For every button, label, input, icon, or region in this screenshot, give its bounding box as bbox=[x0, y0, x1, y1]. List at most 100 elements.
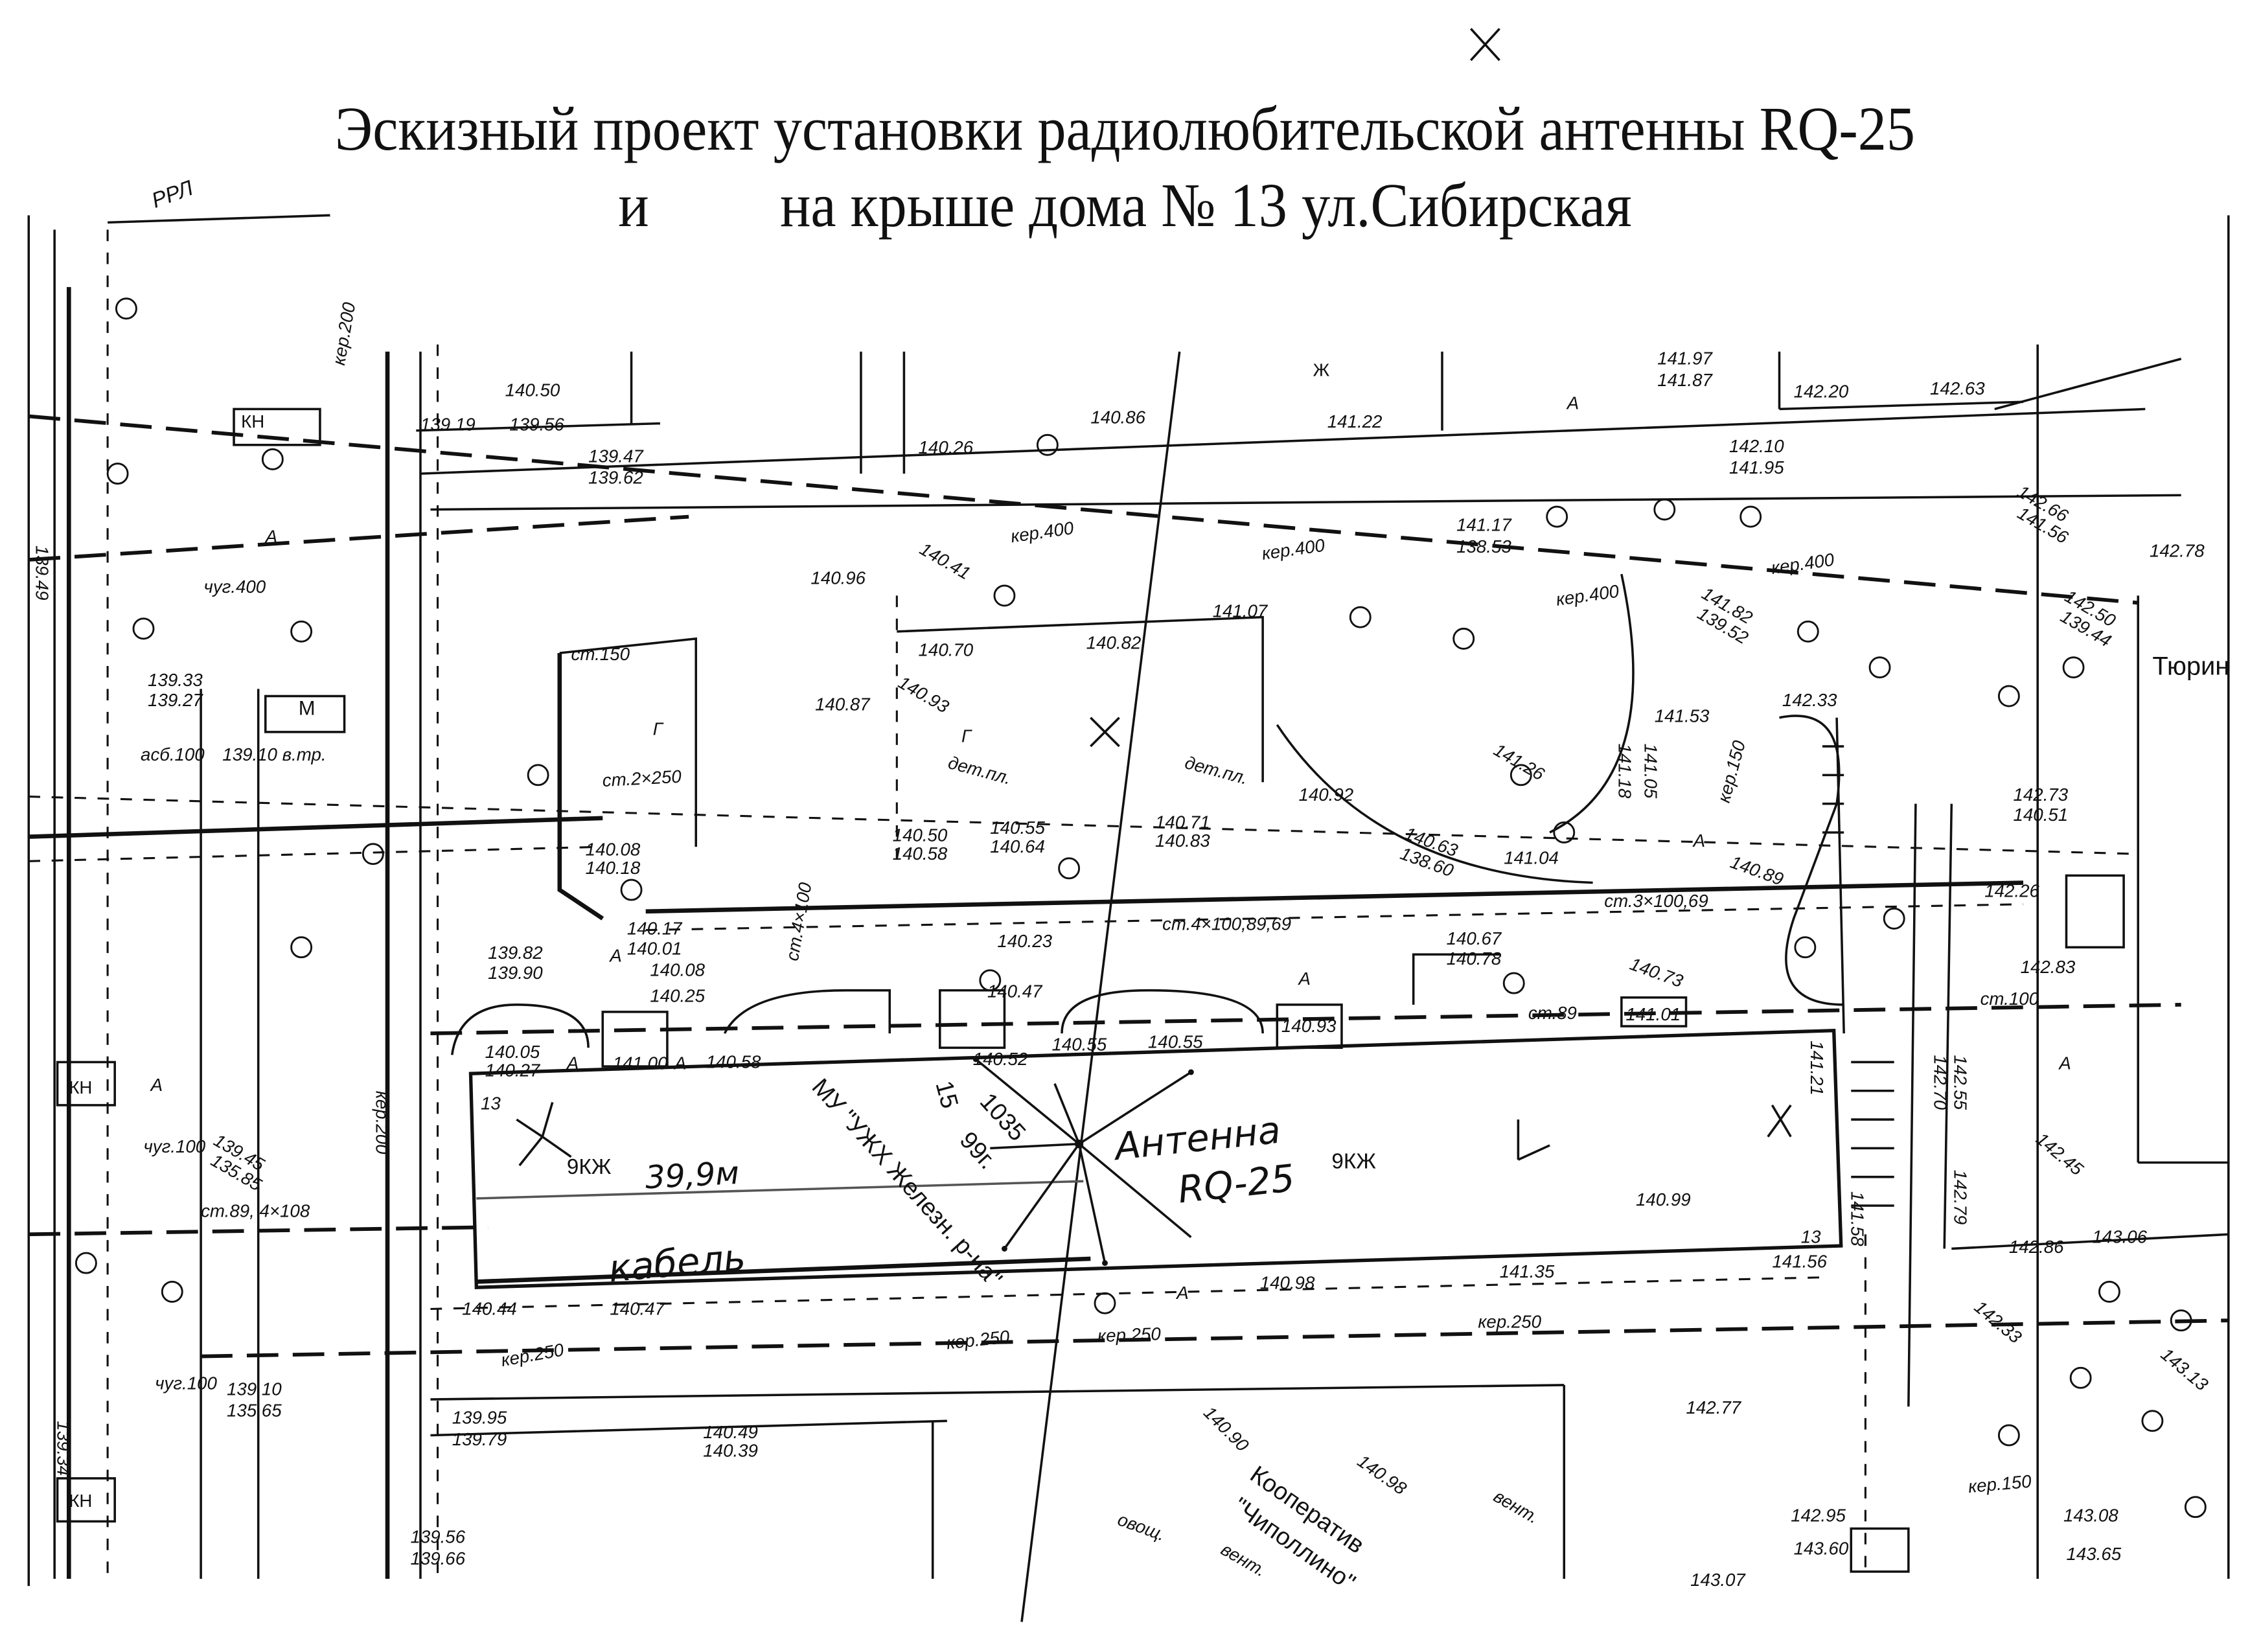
building-year: 99г. bbox=[955, 1127, 1002, 1175]
elevation: 140.98 bbox=[1260, 1272, 1315, 1292]
elevation: 141.01 bbox=[1626, 1004, 1681, 1024]
cable-label: кабель bbox=[607, 1235, 748, 1291]
elevation: 142.78 bbox=[2150, 541, 2205, 561]
pipe-label: чуг.400 bbox=[204, 577, 266, 597]
elevation: 140.47 bbox=[987, 981, 1043, 1002]
building-type-left: 9КЖ bbox=[567, 1155, 612, 1179]
elevation: 135.65 bbox=[227, 1401, 282, 1421]
elevation: 141.95 bbox=[1729, 457, 1784, 477]
elevation: 139.33 bbox=[148, 670, 203, 690]
elevation: 140.73 bbox=[1627, 954, 1686, 991]
elevation: 142.63 bbox=[1930, 378, 1985, 398]
elevation: 141.26 bbox=[1491, 739, 1548, 784]
elevation: 140.49 bbox=[703, 1422, 758, 1442]
title-line-1: Эскизный проект установки радиолюбительс… bbox=[334, 94, 1916, 163]
pipe-label: кер.200 bbox=[372, 1091, 392, 1154]
elevation: 140.50 bbox=[893, 825, 948, 845]
building-number: 13 bbox=[481, 1094, 501, 1114]
elevation: 139.82 bbox=[488, 943, 543, 963]
elevation: 142.77 bbox=[1686, 1397, 1742, 1417]
elevation: 139.56 bbox=[410, 1527, 465, 1547]
document-title: Эскизный проект установки радиолюбительс… bbox=[0, 91, 2250, 244]
elevation: 140.58 bbox=[893, 843, 948, 864]
elevation: 140.50 bbox=[505, 380, 560, 400]
elevation: 142.33 bbox=[1782, 690, 1837, 710]
elevation: 140.96 bbox=[810, 568, 866, 588]
elevation: 140.55 bbox=[1052, 1035, 1107, 1055]
antenna-model: RQ-25 bbox=[1176, 1156, 1296, 1212]
elevation: 141.56 bbox=[1772, 1251, 1827, 1271]
elevation: 141.58 bbox=[1847, 1191, 1867, 1246]
elevation: 139.56 bbox=[509, 415, 564, 435]
pipe-label: ст.4×100 bbox=[782, 880, 816, 962]
elevation: 140.67 bbox=[1447, 928, 1502, 948]
elevation: 140.70 bbox=[919, 639, 974, 660]
asphalt-mark: А bbox=[264, 526, 277, 546]
elevation: 140.87 bbox=[815, 694, 871, 715]
vent-label: вент. bbox=[1491, 1486, 1543, 1528]
elevation: 139.66 bbox=[410, 1548, 465, 1568]
lawn-mark: Г bbox=[961, 726, 972, 746]
elevation: 139.10 bbox=[227, 1379, 282, 1399]
pipe-label: ст.89 bbox=[1528, 1003, 1577, 1023]
elevation: 141.35 bbox=[1500, 1261, 1555, 1281]
elevation: 141.05 bbox=[1640, 744, 1660, 799]
pipe-label: ст.89, 4×108 bbox=[201, 1201, 310, 1221]
pipe-label: асб.100 bbox=[141, 744, 205, 764]
pipe-label: ст.3×100,69 bbox=[1604, 891, 1708, 911]
elevation: 140.89 bbox=[1728, 852, 1786, 889]
veg-label: овощ. bbox=[1115, 1509, 1168, 1544]
elevation: 141.00 bbox=[613, 1053, 668, 1073]
elevation: 143.06 bbox=[2092, 1227, 2147, 1247]
pipe-label: чуг.100 bbox=[143, 1136, 205, 1156]
cross-marks bbox=[1090, 28, 1500, 748]
elevation: 141.53 bbox=[1655, 706, 1710, 726]
pipe-label: дет.пл. bbox=[1183, 752, 1250, 788]
asphalt-mark: А bbox=[1298, 969, 1311, 989]
elevation: 140.39 bbox=[703, 1441, 758, 1461]
map-linework bbox=[27, 214, 2230, 1587]
pipe-label: ст.100 bbox=[1980, 989, 2039, 1009]
elevation: 140.23 bbox=[997, 931, 1052, 951]
elevation: 140.51 bbox=[2014, 805, 2069, 825]
elevation: 140.82 bbox=[1086, 632, 1142, 652]
elevation: 140.18 bbox=[586, 858, 641, 878]
pipe-label: ст.150 bbox=[571, 644, 630, 664]
elevation: 142.33 bbox=[1971, 1296, 2026, 1348]
elevation: 142.70 bbox=[1931, 1055, 1951, 1110]
elevation: 140.92 bbox=[1299, 785, 1354, 805]
building-type-right: 9КЖ bbox=[1331, 1149, 1376, 1173]
elevation: 140.58 bbox=[706, 1051, 761, 1072]
elevation: 140.27 bbox=[485, 1061, 541, 1081]
elevation: 139.90 bbox=[488, 963, 543, 983]
utility-labels: кер.400 кер.400 кер.400 кер.400 чуг.400 … bbox=[141, 301, 2039, 1497]
pipe-label: кер.150 bbox=[1714, 738, 1749, 805]
survey-axis-line bbox=[1020, 351, 1181, 1622]
pipe-label: кер.250 bbox=[499, 1339, 566, 1370]
elevation: 141.97 bbox=[1657, 349, 1713, 369]
elevation: 140.05 bbox=[485, 1042, 540, 1062]
elevation: 140.90 bbox=[1200, 1403, 1253, 1456]
elevation: 139.34 bbox=[54, 1421, 74, 1476]
asphalt-mark: А bbox=[673, 1053, 686, 1073]
pipe-label: кер.400 bbox=[1009, 518, 1075, 546]
elevation: 140.55 bbox=[990, 818, 1045, 838]
elevation: 142.73 bbox=[2014, 785, 2069, 805]
elevation: 141.17 bbox=[1456, 515, 1512, 535]
elevation: 140.71 bbox=[1155, 812, 1210, 832]
pipe-label: кер.200 bbox=[328, 301, 360, 367]
kn-label: КН bbox=[69, 1491, 92, 1511]
elevation: 140.83 bbox=[1155, 831, 1210, 851]
elevation: 140.01 bbox=[627, 938, 682, 958]
building-13 bbox=[468, 1028, 1843, 1290]
elevation: 141.21 bbox=[1807, 1040, 1827, 1096]
roof-mark-icon bbox=[1517, 1119, 1550, 1161]
elevation-labels: 140.50 139.19 139.56 139.47 139.62 140.2… bbox=[32, 349, 2212, 1590]
elevation: 143.13 bbox=[2157, 1344, 2212, 1395]
building-floors: 15 bbox=[930, 1078, 963, 1111]
pipe-label: 139.10 в.тр. bbox=[222, 744, 326, 764]
zh-label: Ж bbox=[1313, 360, 1330, 380]
elevation: 140.99 bbox=[1636, 1189, 1691, 1210]
